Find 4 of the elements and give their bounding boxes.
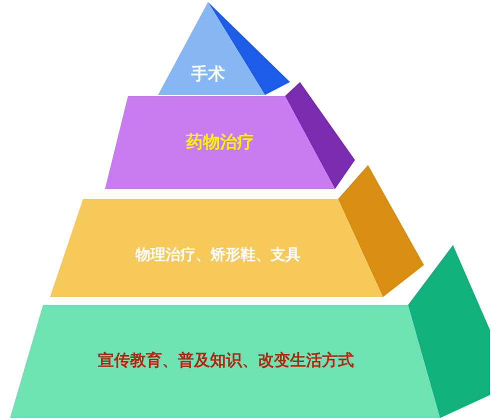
layer-label: 药物治疗 — [186, 132, 254, 154]
layer-label: 物理治疗、矫形鞋、支具 — [136, 246, 300, 264]
layer-label: 手术 — [191, 64, 225, 86]
layer-label: 宣传教育、普及知识、改变生活方式 — [98, 350, 354, 372]
